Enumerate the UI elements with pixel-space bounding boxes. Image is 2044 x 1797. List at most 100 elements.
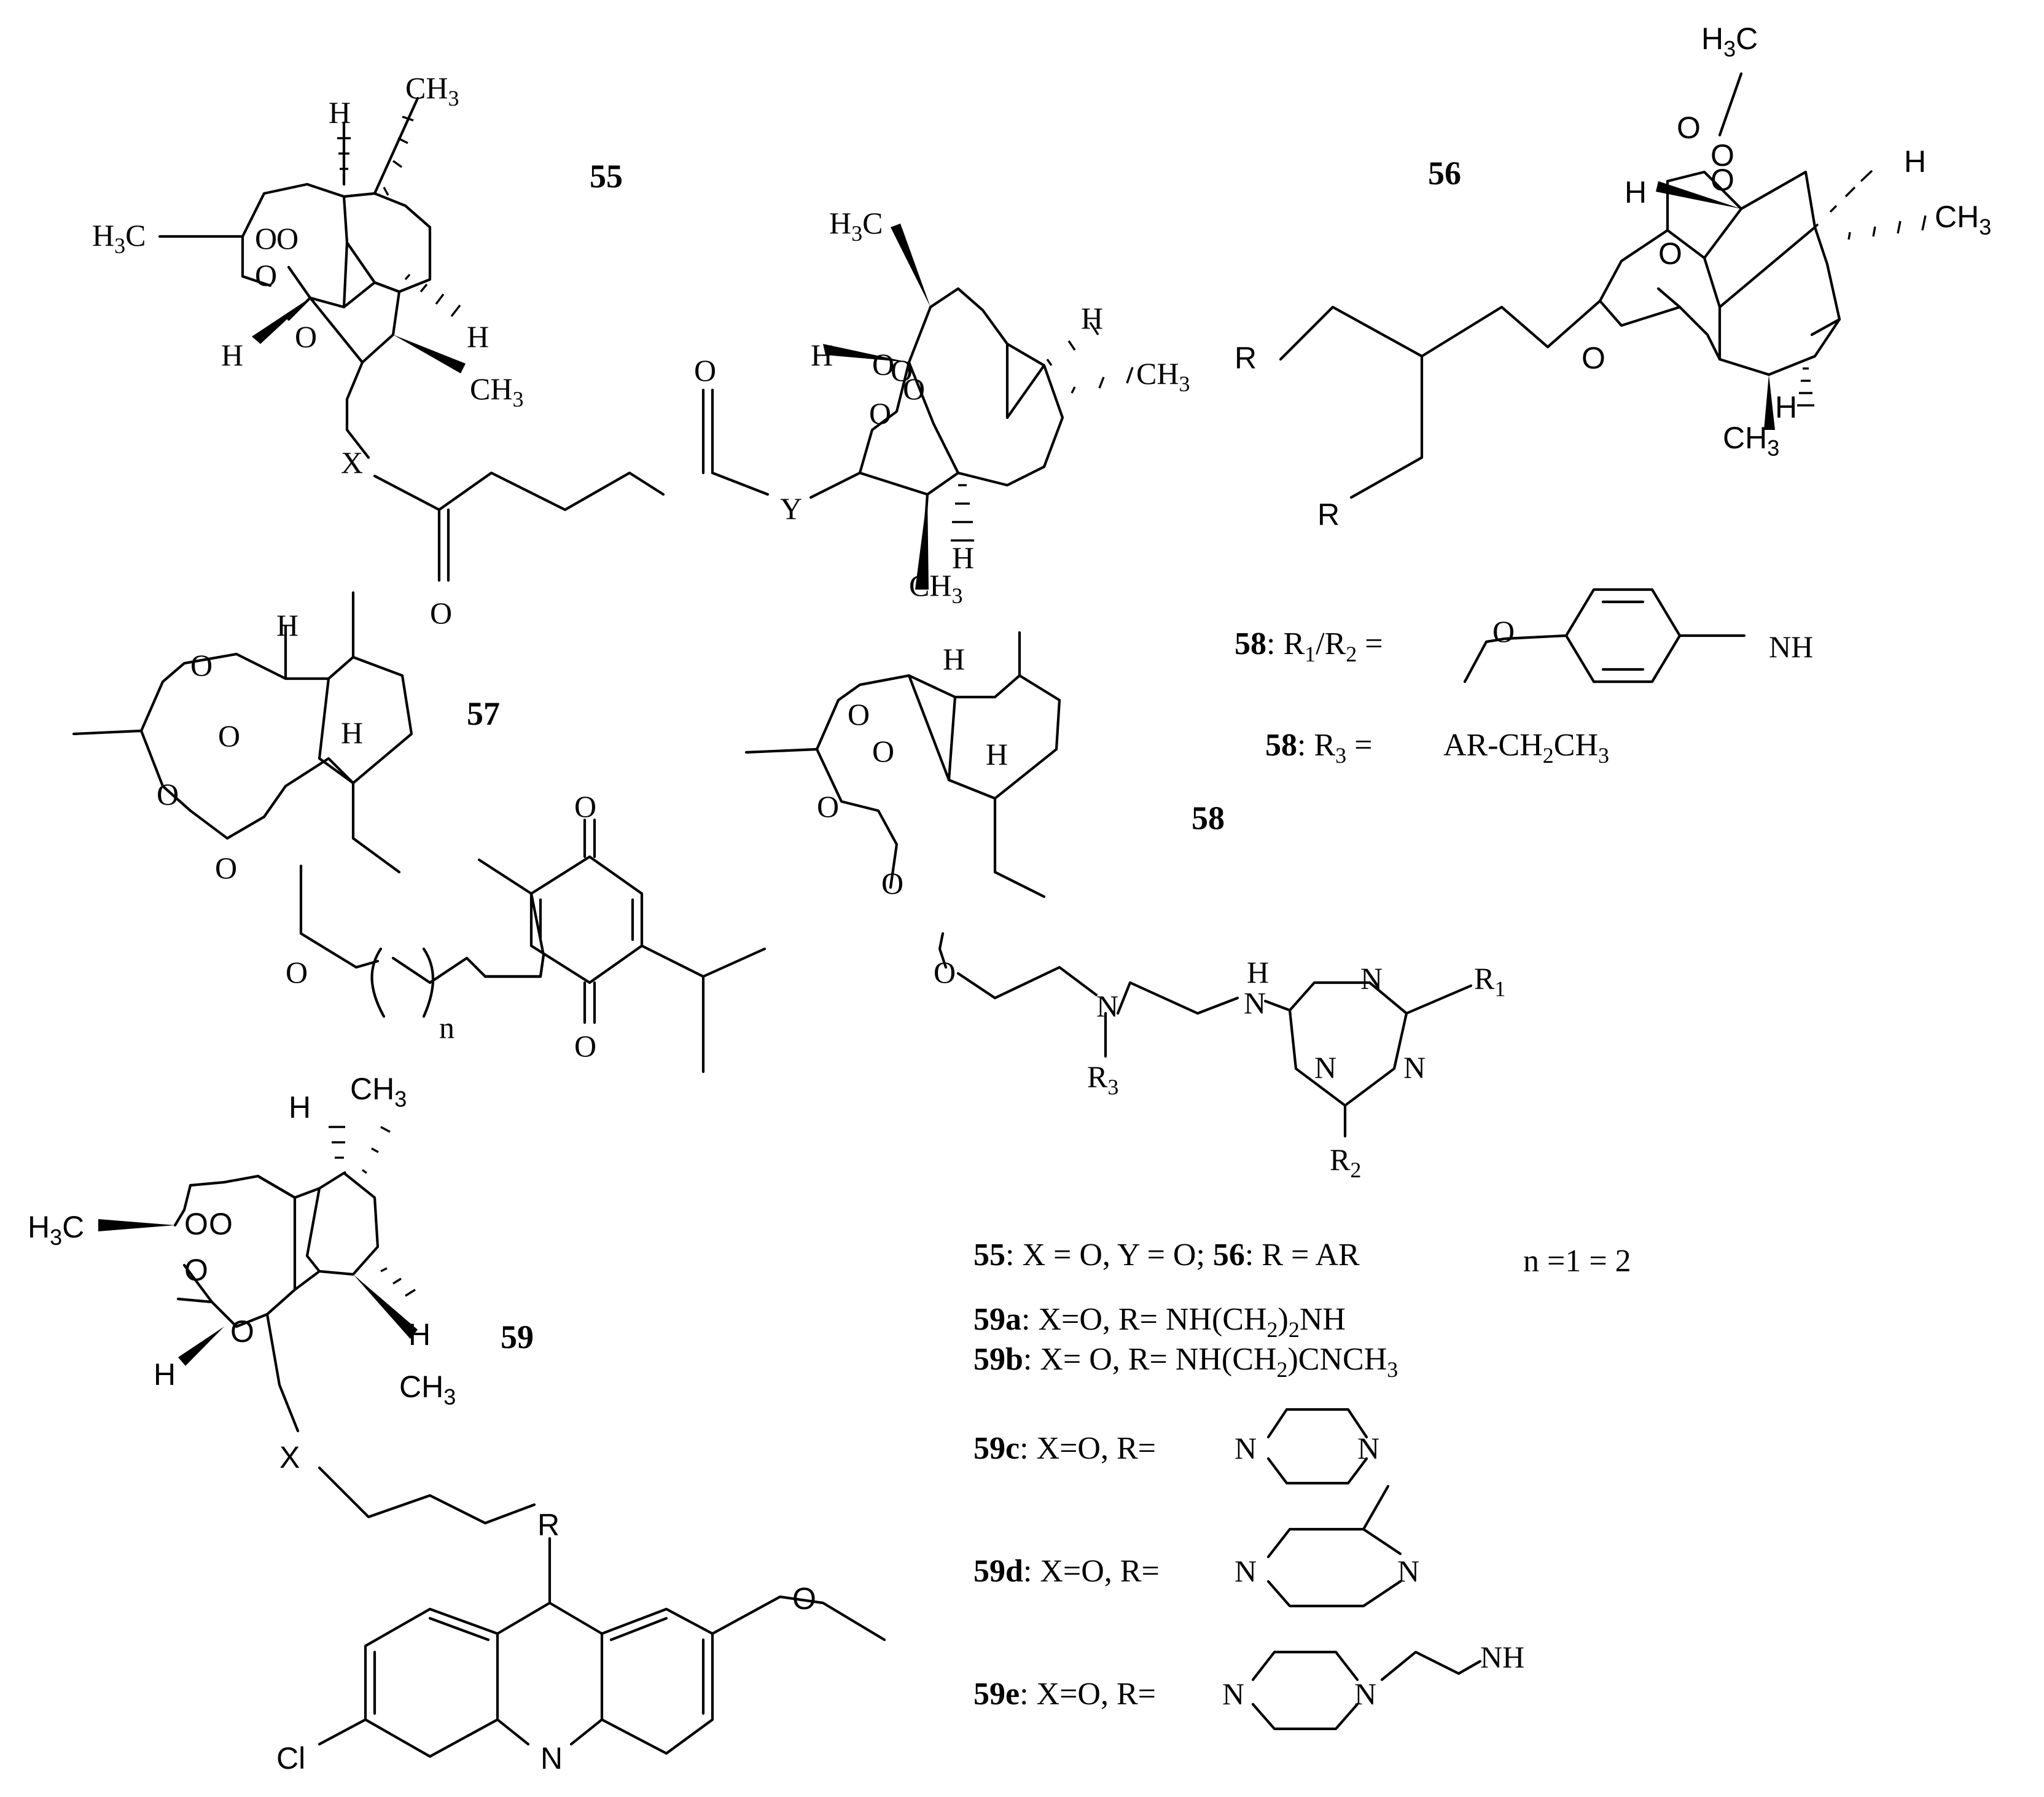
- atom-CH3: CH3: [470, 372, 523, 411]
- atom-O: O: [1710, 163, 1734, 197]
- atom-R3: R3: [1087, 1059, 1118, 1099]
- atom-CH3: CH3: [1136, 356, 1190, 396]
- wedge-bond: [393, 335, 466, 373]
- atom-O: O: [286, 955, 308, 989]
- atom-O: O: [218, 719, 240, 753]
- compound-59-label: 59: [501, 1319, 534, 1355]
- compound-57-label: 57: [467, 695, 500, 732]
- atom-H: H: [1904, 144, 1926, 179]
- atom-O: O: [1710, 138, 1734, 173]
- atom-CH3: CH3: [909, 568, 962, 608]
- atom-O: O: [792, 1581, 816, 1616]
- atom-R2: R2: [1330, 1142, 1361, 1182]
- atom-O: O: [255, 258, 277, 292]
- atom-N: N: [1235, 1431, 1257, 1465]
- methoxyphenyl-structure: O NH: [1463, 588, 1813, 684]
- atom-N: N: [1357, 1431, 1379, 1465]
- atom-H: H: [154, 1357, 176, 1392]
- atom-H3C: H3C: [829, 206, 883, 246]
- atom-CH3: CH3: [1935, 200, 1991, 240]
- atom-NH: NH: [1769, 630, 1813, 664]
- atom-O: O: [881, 866, 903, 900]
- atom-N: N: [1096, 989, 1118, 1023]
- def-59d: 59d: X=O, R=: [973, 1554, 1160, 1589]
- atom-N: N: [1314, 1050, 1336, 1085]
- atom-H: H: [952, 540, 974, 575]
- atom-O: O: [903, 372, 925, 406]
- atom-O: O: [184, 1207, 208, 1241]
- atom-N: N: [1354, 1677, 1376, 1711]
- def-59e: 59e: X=O, R=: [973, 1677, 1156, 1712]
- atom-H: H: [1247, 955, 1269, 989]
- compound-59: 59 O CH3: [28, 1072, 886, 1776]
- atom-R1: R1: [1474, 961, 1505, 1001]
- atom-O: O: [157, 777, 179, 811]
- atom-N: N: [1222, 1677, 1244, 1711]
- atom-O: O: [848, 697, 870, 731]
- atom-N: N: [540, 1741, 563, 1776]
- atom-X: X: [279, 1440, 300, 1475]
- compound-56: 56 H3C H H CH3 H CH3 R: [1235, 21, 1991, 532]
- def-58-r3: 58: R3 =: [1265, 728, 1372, 768]
- atom-O: O: [1582, 341, 1605, 375]
- atom-O: O: [694, 353, 716, 388]
- atom-O: O: [430, 596, 452, 630]
- atom-H3C: H3C: [92, 218, 146, 258]
- atom-O: O: [574, 1029, 596, 1063]
- compound-56-label: 56: [1428, 155, 1461, 192]
- atom-H: H: [943, 642, 965, 676]
- atom-O: O: [255, 221, 277, 255]
- def-58-r1r2: 58: R1/R2 =: [1235, 626, 1383, 666]
- atom-O: O: [872, 734, 894, 768]
- atom-O: O: [1658, 236, 1682, 271]
- atom-H: H: [1625, 175, 1647, 209]
- atom-H: H: [408, 1317, 431, 1352]
- atom-X: X: [341, 445, 363, 480]
- atom-N: N: [1235, 1554, 1257, 1588]
- def-n: n =1 = 2: [1523, 1244, 1631, 1279]
- atom-O: O: [869, 396, 891, 431]
- atom-O: O: [209, 1207, 233, 1241]
- atom-H: H: [1775, 390, 1797, 424]
- atom-O: O: [215, 851, 237, 885]
- compound-58-label: 58: [1192, 800, 1225, 836]
- methylpiperazine-structure: N N: [1235, 1484, 1419, 1608]
- c55-bonds: [241, 182, 432, 294]
- atom-R: R: [1235, 341, 1257, 375]
- atom-N: N: [1360, 961, 1383, 996]
- atom-Y: Y: [780, 491, 802, 526]
- atom-H: H: [289, 1090, 311, 1125]
- atom-N: N: [1244, 986, 1266, 1020]
- atom-H: H: [221, 338, 243, 372]
- atom-O: O: [934, 955, 956, 989]
- atom-H: H: [467, 319, 489, 354]
- atom-NH: NH: [1480, 1640, 1524, 1674]
- atom-H: H: [276, 608, 298, 642]
- compound-58: 58 H N N N N N R3 R1 R2 O O O O O H H: [744, 631, 1505, 1182]
- definitions: 58: R1/R2 = O NH 58: R3 = AR-CH2CH3 55: …: [973, 588, 1813, 1731]
- subscript-n: n: [439, 1010, 454, 1045]
- atom-H: H: [811, 338, 833, 372]
- atom-O: O: [1677, 111, 1701, 145]
- atom-CH3: CH3: [405, 71, 459, 111]
- atom-H: H: [329, 95, 351, 130]
- atom-O: O: [230, 1314, 254, 1349]
- atom-O: O: [891, 353, 913, 388]
- atom-H3C: H3C: [1701, 21, 1758, 61]
- atom-CH3: CH3: [350, 1072, 407, 1112]
- atom-Cl: Cl: [276, 1741, 305, 1776]
- atom-H3C: H3C: [28, 1210, 84, 1250]
- atom-O: O: [190, 648, 213, 682]
- def-59c: 59c: X=O, R=: [973, 1431, 1156, 1466]
- compound-55-label: 55: [590, 158, 623, 195]
- def-58-r3-value: AR-CH2CH3: [1443, 728, 1609, 768]
- atom-O: O: [276, 221, 298, 255]
- atom-O: O: [872, 347, 894, 381]
- atom-O: O: [295, 319, 317, 354]
- atom-O: O: [817, 789, 839, 824]
- compound-57: 57 O O O O O O O H H n: [72, 591, 766, 1074]
- def-59a: 59a: X=O, R= NH(CH2)2NH: [973, 1302, 1346, 1342]
- atom-N: N: [1403, 1050, 1426, 1085]
- piperazine-structure: N N: [1235, 1408, 1379, 1485]
